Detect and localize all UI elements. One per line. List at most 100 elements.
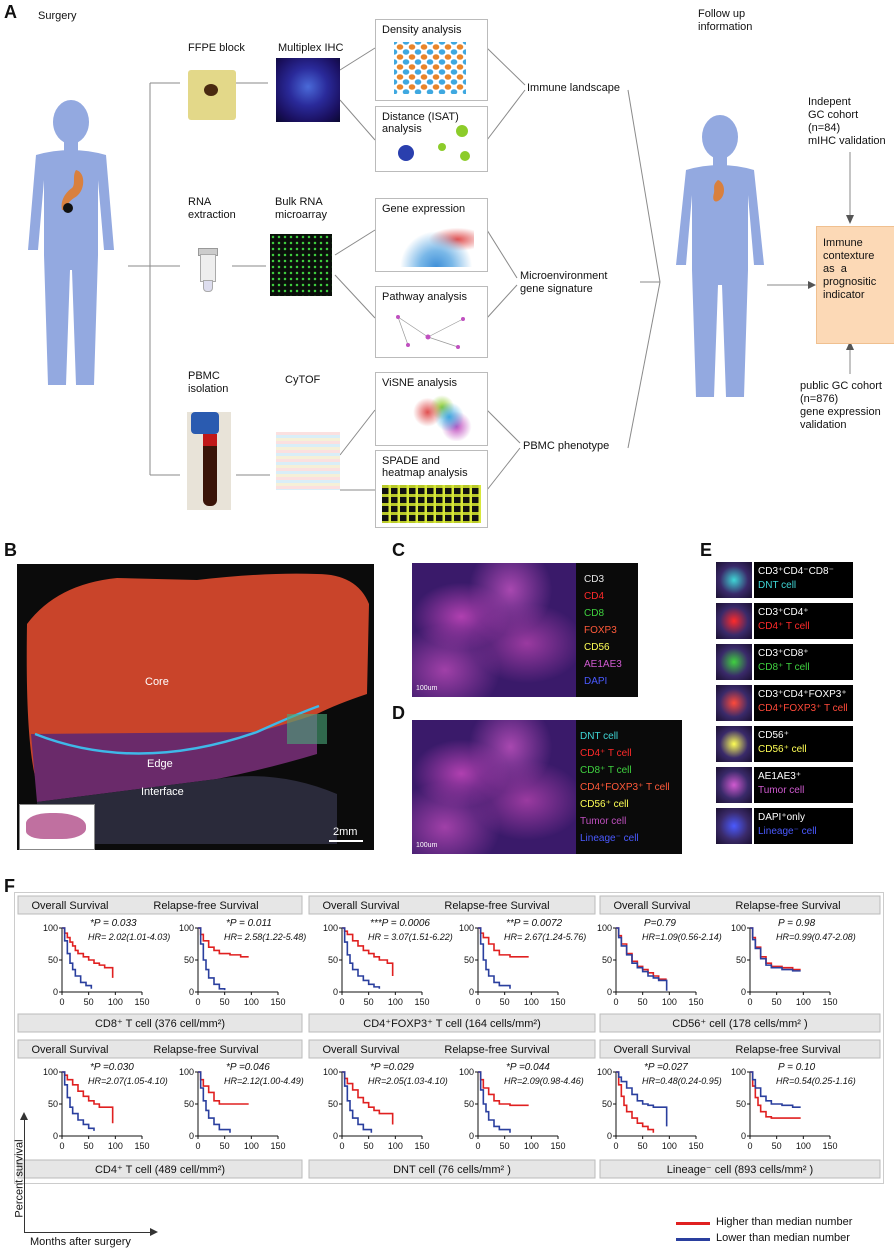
x-tick-label: 100 bbox=[388, 1141, 403, 1151]
x-tick-label: 150 bbox=[822, 1141, 837, 1151]
p-value: P=0.79 bbox=[644, 918, 676, 929]
cell-marker-label: CD56⁺ bbox=[758, 730, 789, 741]
panel-f-letter: F bbox=[4, 876, 15, 896]
x-tick-label: 0 bbox=[613, 1141, 618, 1151]
p-value: *P =0.029 bbox=[370, 1062, 414, 1073]
km-curve-high bbox=[478, 927, 529, 958]
header-bar bbox=[308, 1039, 596, 1059]
x-tick-label: 150 bbox=[822, 997, 837, 1007]
y-tick-label: 50 bbox=[184, 1099, 194, 1109]
x-tick-label: 0 bbox=[339, 997, 344, 1007]
x-tick-label: 100 bbox=[524, 997, 539, 1007]
x-tick-label: 50 bbox=[772, 1141, 782, 1151]
cell-thumbnail bbox=[716, 644, 754, 680]
y-tick-label: 100 bbox=[597, 1067, 612, 1077]
scale-bar bbox=[329, 840, 363, 842]
cell-type-row: CD3⁺CD8⁺CD8⁺ T cell bbox=[716, 644, 853, 680]
spade-heatmap-box: SPADE and heatmap analysis bbox=[375, 450, 488, 528]
prognostic-indicator-box: Immune contexture as a prognositic indic… bbox=[816, 226, 894, 344]
cell-type-row: CD3⁺CD4⁺FOXP3⁺CD4⁺FOXP3⁺ T cell bbox=[716, 685, 853, 721]
prognostic-indicator-label: Immune contexture as a prognositic indic… bbox=[823, 237, 877, 301]
x-axis-arrow bbox=[24, 1232, 152, 1233]
visne-plot-graphic bbox=[406, 393, 478, 441]
x-tick-label: 50 bbox=[364, 1141, 374, 1151]
x-tick-label: 100 bbox=[244, 997, 259, 1007]
pathway-analysis-box: Pathway analysis bbox=[375, 286, 488, 358]
multiplex-stain-d bbox=[412, 720, 576, 854]
km-curve-high bbox=[616, 1071, 655, 1133]
y-tick-label: 50 bbox=[184, 955, 194, 965]
x-tick-label: 0 bbox=[747, 1141, 752, 1151]
row-2-step: RNA extraction bbox=[188, 196, 236, 221]
pbmc-blood-tube-image bbox=[187, 412, 231, 510]
legend-item: CD8⁺ T cell bbox=[580, 765, 632, 776]
hazard-ratio: HR=0.54(0.25-1.16) bbox=[776, 1076, 856, 1086]
x-tick-label: 150 bbox=[134, 997, 149, 1007]
cell-thumbnail bbox=[716, 562, 754, 598]
y-tick-label: 100 bbox=[43, 923, 58, 933]
microenvironment-signature-label: Microenvironment gene signature bbox=[520, 270, 608, 295]
p-value: P = 0.10 bbox=[778, 1062, 816, 1073]
y-tick-label: 0 bbox=[333, 987, 338, 997]
x-tick-label: 100 bbox=[108, 997, 123, 1007]
hazard-ratio: HR= 2.67(1.24-5.76) bbox=[504, 932, 586, 942]
legend-item: DNT cell bbox=[580, 731, 619, 742]
visne-analysis-label: ViSNE analysis bbox=[382, 377, 457, 389]
y-tick-label: 100 bbox=[731, 923, 746, 933]
rfs-header: Relapse-free Survival bbox=[735, 900, 840, 912]
x-tick-label: 100 bbox=[108, 1141, 123, 1151]
pathway-network-graphic bbox=[396, 315, 465, 349]
cell-type-label: CD4⁺FOXP3⁺ T cell bbox=[758, 703, 848, 714]
y-tick-label: 50 bbox=[602, 1099, 612, 1109]
y-axis-arrow bbox=[24, 1118, 25, 1232]
immune-cell-icon bbox=[460, 151, 470, 161]
y-tick-label: 100 bbox=[323, 923, 338, 933]
km-curve-high bbox=[750, 1071, 801, 1119]
p-value: P = 0.98 bbox=[778, 918, 816, 929]
km-curve-low bbox=[62, 1071, 95, 1131]
km-curve-low bbox=[750, 1071, 801, 1108]
cell-type-row: CD3⁺CD4⁻CD8⁻ DNT cell bbox=[716, 562, 853, 598]
km-curve-high bbox=[62, 927, 114, 978]
heatmap-graphic bbox=[382, 485, 481, 523]
tumor-cell-icon bbox=[398, 145, 414, 161]
y-tick-label: 0 bbox=[53, 1131, 58, 1141]
x-tick-label: 150 bbox=[270, 997, 285, 1007]
x-tick-label: 150 bbox=[688, 997, 703, 1007]
group-label: CD4⁺ T cell (489 cell/mm²) bbox=[95, 1164, 225, 1176]
row-2-method: Bulk RNA microarray bbox=[275, 196, 327, 221]
km-curve-high bbox=[342, 927, 394, 976]
cell-type-label: DNT cell bbox=[758, 580, 797, 591]
x-axis-label: Months after surgery bbox=[30, 1236, 131, 1248]
rfs-header: Relapse-free Survival bbox=[735, 1044, 840, 1056]
rfs-header: Relapse-free Survival bbox=[153, 900, 258, 912]
distance-analysis-label: Distance (ISAT) analysis bbox=[382, 111, 459, 135]
legend-low-swatch bbox=[676, 1238, 710, 1241]
y-tick-label: 50 bbox=[48, 955, 58, 965]
cell-thumbnail bbox=[716, 685, 754, 721]
core-label: Core bbox=[145, 676, 169, 688]
cell-marker-label: CD3⁺CD4⁻CD8⁻ bbox=[758, 566, 834, 577]
volcano-plot-graphic bbox=[390, 221, 474, 267]
legend-item: FOXP3 bbox=[584, 625, 617, 636]
y-axis-label: Percent survival bbox=[13, 1139, 26, 1218]
x-tick-label: 50 bbox=[772, 997, 782, 1007]
group-bar bbox=[308, 1013, 596, 1033]
cell-marker-label: CD3⁺CD8⁺ bbox=[758, 648, 809, 659]
km-curve-low bbox=[478, 927, 511, 989]
cell-type-row: AE1AE3⁺Tumor cell bbox=[716, 767, 853, 803]
follow-up-silhouette-icon bbox=[676, 115, 764, 397]
y-tick-label: 50 bbox=[736, 955, 746, 965]
he-inset-image bbox=[19, 804, 95, 850]
x-tick-label: 0 bbox=[339, 1141, 344, 1151]
legend-item: DAPI bbox=[584, 676, 608, 687]
km-curve-low bbox=[198, 1071, 231, 1133]
x-tick-label: 150 bbox=[270, 1141, 285, 1151]
pbmc-phenotype-label: PBMC phenotype bbox=[523, 440, 610, 452]
y-tick-label: 50 bbox=[48, 1099, 58, 1109]
y-tick-label: 0 bbox=[469, 1131, 474, 1141]
x-tick-label: 100 bbox=[796, 1141, 811, 1151]
x-tick-label: 50 bbox=[84, 997, 94, 1007]
